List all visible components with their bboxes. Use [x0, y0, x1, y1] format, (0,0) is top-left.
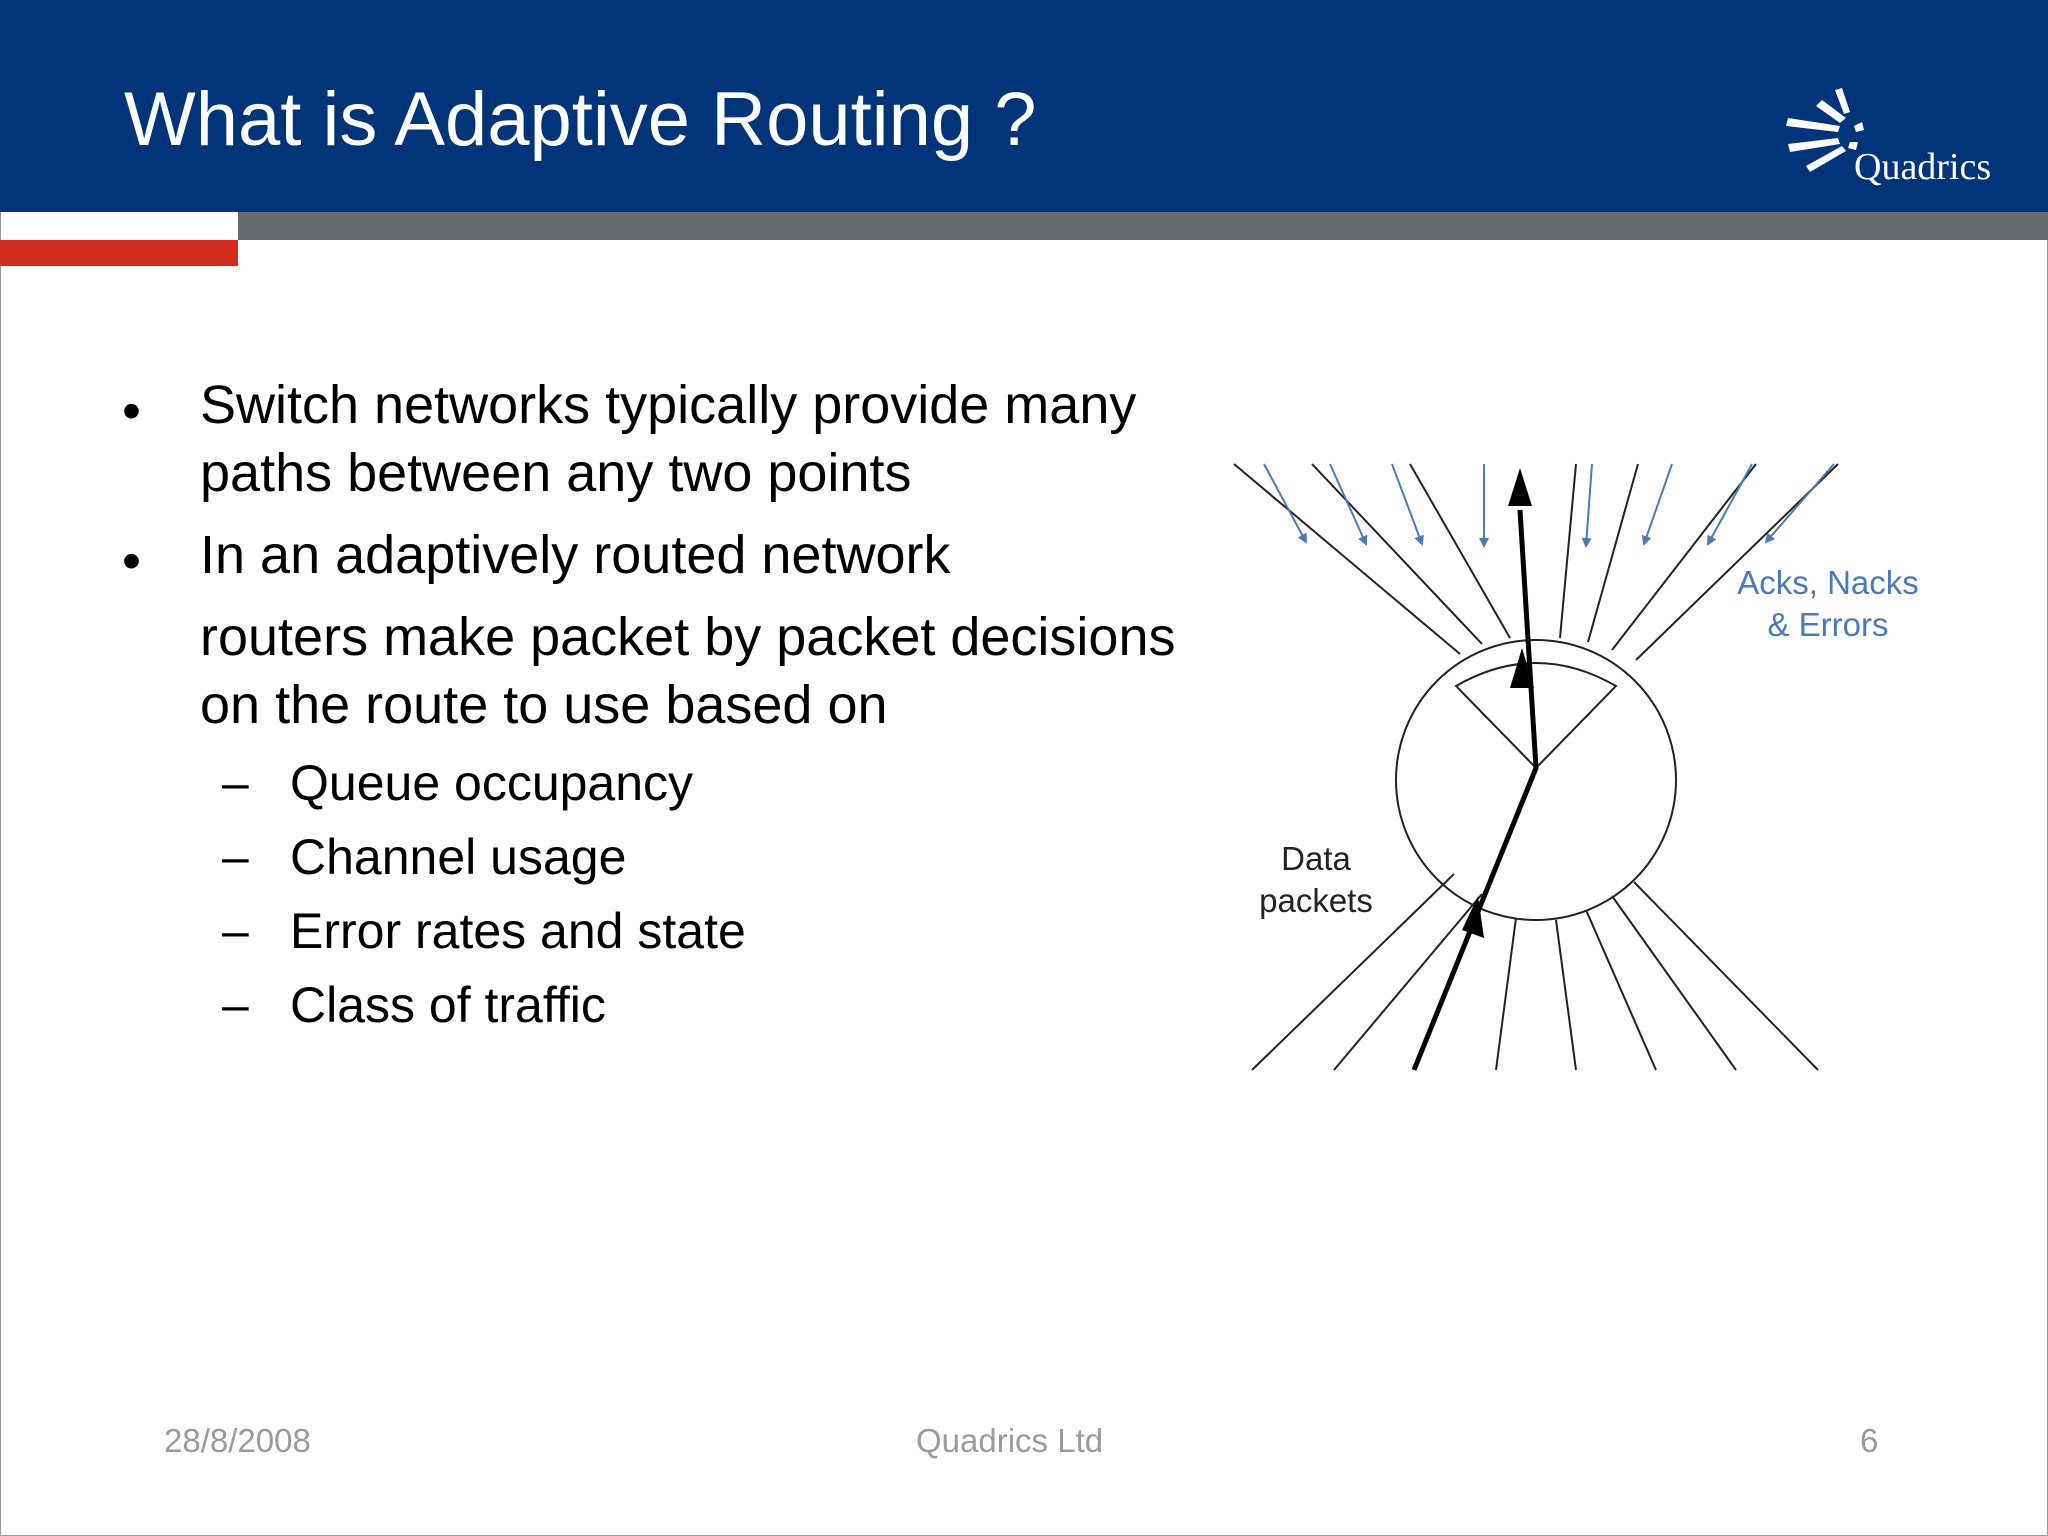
upper-link-line [1559, 463, 1577, 639]
lower-link-line [1555, 919, 1577, 1071]
data-arrow-head-icon [1508, 468, 1532, 506]
footer-date: 28/8/2008 [164, 1422, 311, 1459]
ack-arrow-icon [1581, 463, 1593, 548]
slide-title: What is Adaptive Routing ? [124, 77, 1037, 162]
footer-page-number: 6 [1860, 1422, 1879, 1459]
upper-link-line [1311, 463, 1483, 645]
bullet-2-line-3: on the route to use based on [200, 675, 888, 735]
bullet-1-line-2: paths between any two points [200, 443, 912, 503]
red-accent-bar [0, 240, 238, 266]
bullet-marker: • [122, 381, 141, 441]
bullet-2-line-1: In an adaptively routed network [200, 525, 951, 585]
lower-link-line [1495, 917, 1517, 1071]
lower-link-line [1251, 873, 1455, 1071]
ack-arrow-icon [1391, 463, 1424, 546]
sub-bullet-marker: – [222, 905, 249, 958]
lower-link-line [1585, 909, 1657, 1071]
data-packet-path [1411, 509, 1539, 1071]
header-bar [0, 0, 2048, 212]
footer-company: Quadrics Ltd [916, 1422, 1104, 1459]
upper-link-line [1409, 463, 1511, 639]
upper-link-line [1611, 463, 1757, 651]
adaptive-routing-diagram: Acks, Nacks & Errors Data packets [1233, 463, 1919, 1071]
sub-bullet-channel-usage: Channel usage [290, 829, 627, 885]
decision-sector [1454, 662, 1618, 770]
sub-bullet-marker: – [222, 831, 249, 884]
grey-accent-bar [238, 212, 2048, 240]
ack-arrow-icon [1641, 463, 1673, 546]
sub-bullet-marker: – [222, 979, 249, 1032]
lower-link-line [1611, 895, 1737, 1071]
lower-link-line [1333, 893, 1483, 1071]
acks-label-line-2: & Errors [1767, 606, 1888, 643]
ack-arrow-icon [1764, 463, 1835, 544]
data-arrow-head-icon [1462, 896, 1484, 938]
upper-link-line [1233, 463, 1461, 655]
data-label-line-1: Data [1281, 840, 1351, 877]
quadrics-logo-icon [1786, 88, 1864, 172]
sub-bullet-class-of-traffic: Class of traffic [290, 977, 606, 1033]
sub-bullet-queue-occupancy: Queue occupancy [290, 755, 694, 811]
router-circle [1395, 639, 1677, 921]
ack-arrow-icon [1329, 463, 1368, 546]
acks-label-line-1: Acks, Nacks [1737, 564, 1919, 601]
data-arrow-head-icon [1510, 648, 1534, 688]
bullet-marker: • [122, 531, 141, 591]
logo-text: Quadrics [1854, 146, 1992, 188]
bullet-1-line-1: Switch networks typically provide many [200, 375, 1137, 435]
lower-link-line [1633, 881, 1819, 1071]
sub-bullet-marker: – [222, 757, 249, 810]
bullet-2-line-2: routers make packet by packet decisions [200, 607, 1176, 667]
ack-arrow-icon [1263, 463, 1307, 544]
sub-bullet-error-rates: Error rates and state [290, 903, 746, 959]
data-label-line-2: packets [1259, 882, 1373, 919]
upper-link-line [1587, 463, 1639, 643]
ack-arrow-icon [1707, 463, 1753, 546]
